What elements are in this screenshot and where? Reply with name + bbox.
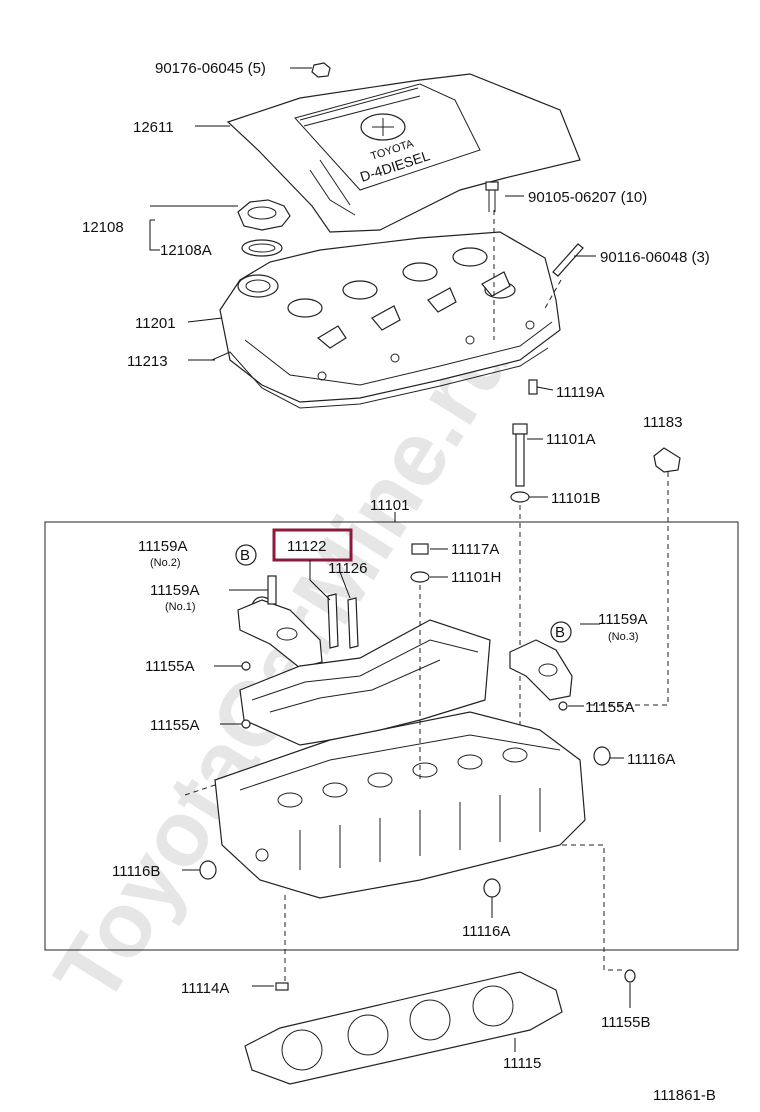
- part-labels: 90176-06045 (5) 12611 12108 12108A 90105…: [82, 60, 716, 1104]
- circle-b-marker-no3: B: [550, 621, 572, 643]
- part-11155B: [624, 969, 636, 983]
- part-11155A-2: [241, 719, 251, 729]
- pin-11114A: [275, 982, 289, 991]
- leader-lines-top: [149, 67, 596, 498]
- bolt-90105: [485, 181, 499, 212]
- label-11126: 11126: [328, 560, 368, 577]
- label-11159A-no3: 11159A: [598, 611, 648, 628]
- label-11183: 11183: [643, 414, 683, 431]
- part-11119A: [528, 379, 538, 395]
- oil-filler-cap-12108: [237, 199, 291, 257]
- label-no2: (No.2): [150, 557, 181, 569]
- label-90105: 90105-06207 (10): [528, 189, 647, 206]
- label-11101B: 11101B: [551, 490, 601, 507]
- label-11114A: 11114A: [181, 980, 229, 997]
- label-no1: (No.1): [165, 601, 196, 613]
- engine-cover-12611: TOYOTA D-4DIESEL: [226, 73, 581, 233]
- label-11117A: 11117A: [451, 541, 499, 558]
- part-11155A-1: [241, 661, 251, 671]
- svg-text:B: B: [555, 624, 565, 641]
- washer-11101B: [510, 491, 530, 503]
- label-11155B: 11155B: [601, 1014, 651, 1031]
- label-12108A: 12108A: [160, 242, 212, 259]
- bearing-cap-11159A-no1: [237, 575, 323, 669]
- label-11116B: 11116B: [112, 863, 160, 880]
- label-11116A-1: 11116A: [627, 751, 675, 768]
- valve-cover-11201: [219, 231, 561, 403]
- cylinder-head-assembly-box: [44, 521, 739, 951]
- diagram-code: 111861-B: [653, 1087, 716, 1104]
- plug-11116A-1: [593, 746, 611, 766]
- head-gasket-11115: [244, 971, 563, 1085]
- highlight-box-11122[interactable]: [272, 528, 353, 562]
- plug-11116B: [199, 860, 217, 880]
- plug-11117A: [410, 543, 430, 583]
- bolt-11101A: [512, 423, 528, 487]
- leader-lines-bottom: [252, 983, 631, 1052]
- label-11155A-2: 11155A: [150, 717, 200, 734]
- circle-b-marker-no2: B: [235, 544, 257, 566]
- plug-11116A-2: [483, 878, 501, 898]
- label-11159A-no1: 11159A: [150, 582, 200, 599]
- label-11101H: 11101H: [451, 569, 501, 586]
- label-no3: (No.3): [608, 631, 639, 643]
- camshaft-housing: [239, 619, 491, 746]
- label-11122[interactable]: 11122: [287, 538, 327, 555]
- label-11116A-2: 11116A: [462, 923, 510, 940]
- part-11183: [653, 447, 681, 473]
- cylinder-head: [214, 711, 586, 899]
- stud-90116: [552, 243, 584, 277]
- label-11155A-1: 11155A: [145, 658, 195, 675]
- leader-lines-box: [182, 548, 624, 918]
- label-11101A: 11101A: [546, 431, 596, 448]
- label-90116: 90116-06048 (3): [600, 249, 710, 266]
- label-12108: 12108: [82, 219, 124, 236]
- label-90176: 90176-06045 (5): [155, 60, 266, 77]
- bearing-cap-11159A-no3: [509, 639, 573, 701]
- nut-90176: [311, 62, 331, 78]
- part-11155A-3: [558, 701, 568, 711]
- label-11119A: 11119A: [556, 384, 604, 401]
- label-11201: 11201: [135, 315, 176, 332]
- valve-cover-gasket-11213: [211, 347, 549, 409]
- label-12611: 12611: [133, 119, 174, 136]
- pins-11122-11126: [327, 593, 359, 649]
- label-11115: 11115: [503, 1055, 541, 1072]
- dashed-guides-top: [493, 210, 669, 770]
- label-11101: 11101: [370, 497, 410, 514]
- label-11159A-no2: 11159A: [138, 538, 188, 555]
- svg-text:B: B: [240, 547, 250, 564]
- label-11155A-3: 11155A: [585, 699, 635, 716]
- label-11213: 11213: [127, 353, 168, 370]
